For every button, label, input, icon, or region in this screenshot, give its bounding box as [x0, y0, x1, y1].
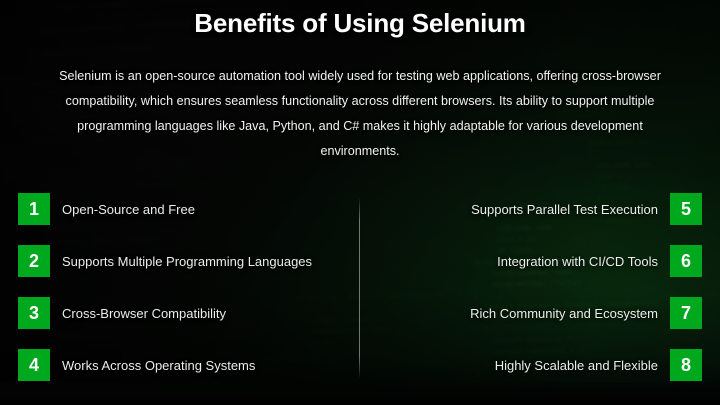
page-title: Benefits of Using Selenium	[194, 8, 526, 38]
benefit-number-badge: 4	[18, 349, 50, 381]
benefit-number-badge: 5	[670, 193, 702, 225]
benefit-number-badge: 7	[670, 297, 702, 329]
background-bottom-bar	[0, 383, 720, 405]
list-item[interactable]: 1 Open-Source and Free	[18, 193, 195, 225]
benefit-label: Open-Source and Free	[62, 201, 195, 217]
list-item[interactable]: 4 Works Across Operating Systems	[18, 349, 255, 381]
list-item[interactable]: 7 Rich Community and Ecosystem	[470, 297, 702, 329]
benefit-label: Works Across Operating Systems	[62, 357, 256, 373]
benefit-number-badge: 6	[670, 245, 702, 277]
benefit-label: Integration with CI/CD Tools	[497, 253, 658, 269]
list-item[interactable]: 3 Cross-Browser Compatibility	[18, 297, 226, 329]
benefit-label: Rich Community and Ecosystem	[470, 305, 658, 321]
benefit-label: Cross-Browser Compatibility	[62, 305, 226, 321]
benefit-number-badge: 1	[18, 193, 50, 225]
list-item[interactable]: 5 Supports Parallel Test Execution	[471, 193, 702, 225]
list-item[interactable]: 2 Supports Multiple Programming Language…	[18, 245, 312, 277]
benefit-label: Supports Parallel Test Execution	[471, 201, 658, 217]
benefit-number-badge: 3	[18, 297, 50, 329]
benefit-number-badge: 2	[18, 245, 50, 277]
intro-paragraph: Selenium is an open-source automation to…	[59, 69, 661, 158]
benefit-number-badge: 8	[670, 349, 702, 381]
list-item[interactable]: 8 Highly Scalable and Flexible	[495, 349, 702, 381]
list-item[interactable]: 6 Integration with CI/CD Tools	[497, 245, 702, 277]
column-divider	[359, 199, 360, 377]
benefit-label: Supports Multiple Programming Languages	[62, 253, 313, 269]
benefit-label: Highly Scalable and Flexible	[494, 357, 658, 373]
